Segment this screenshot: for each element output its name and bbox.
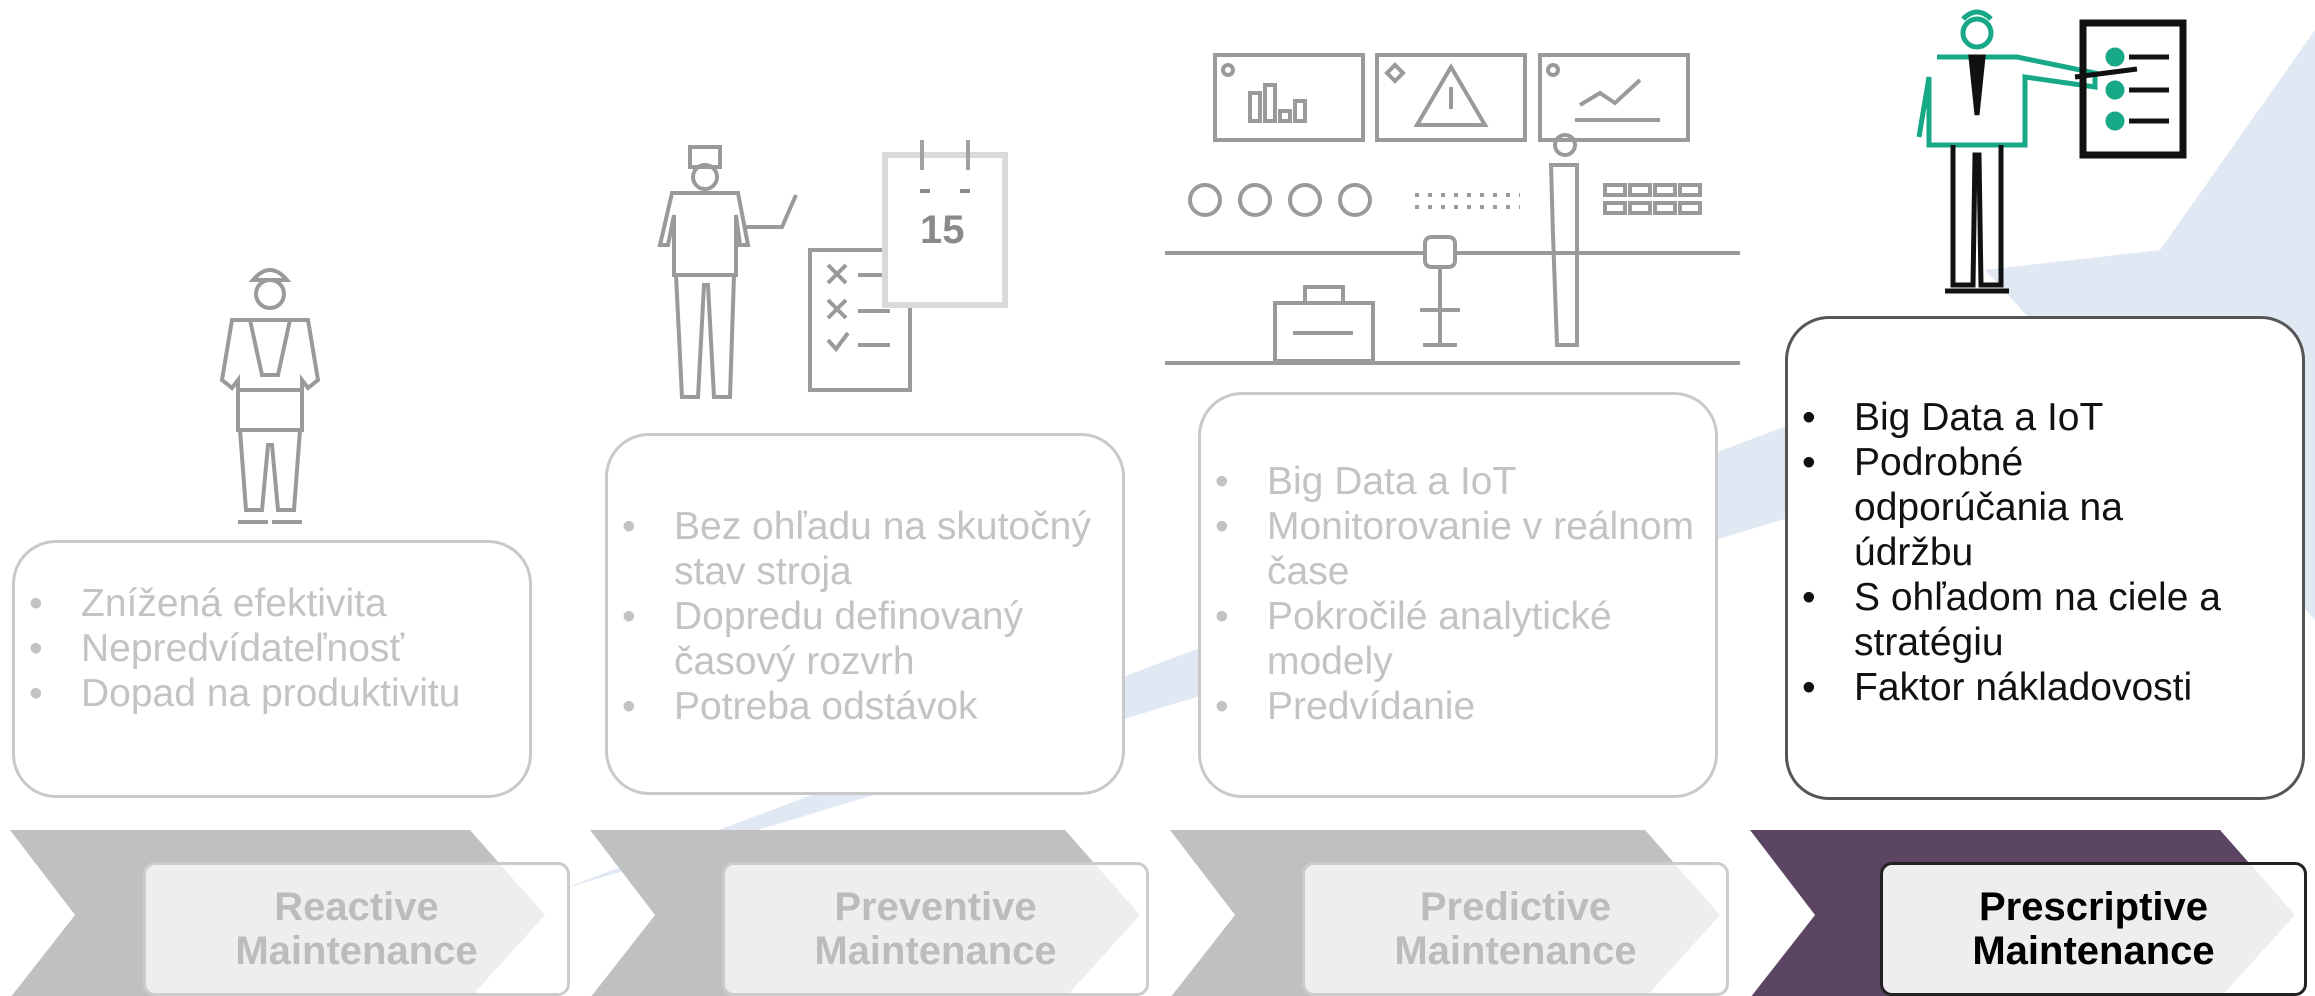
card-predictive: Big Data a IoT Monitorovanie v reálnom č… [1198, 392, 1718, 798]
technician-calendar-icon [657, 140, 1008, 399]
bullet-item: Predvídanie [1201, 684, 1715, 729]
bullet-item: Big Data a IoT [1788, 395, 2302, 440]
card-reactive: Znížená efektivita Nepredvídateľnosť Dop… [12, 540, 532, 798]
bullet-item: Nepredvídateľnosť [15, 626, 529, 671]
bullet-item: Potreba odstávok [608, 684, 1122, 729]
bullet-item: Dopredu definovaný časový rozvrh [608, 594, 1122, 684]
bullet-item: Pokročilé analytické modely [1201, 594, 1715, 684]
control-room-icon [1165, 53, 1740, 365]
bullet-item: S ohľadom na ciele a stratégiu [1788, 575, 2302, 665]
bullet-item: Znížená efektivita [15, 581, 529, 626]
calendar-day-number: 15 [920, 208, 965, 252]
bullet-item: Faktor nákladovosti [1788, 665, 2302, 710]
worker-icon [219, 268, 321, 524]
bullet-item: Bez ohľadu na skutočný stav stroja [608, 504, 1122, 594]
bullet-item: Dopad na produktivitu [15, 671, 529, 716]
bullet-item: Monitorovanie v reálnom čase [1201, 504, 1715, 594]
bullet-item: Podrobné odporúčania na údržbu [1788, 440, 2302, 575]
card-preventive: Bez ohľadu na skutočný stav stroja Dopre… [605, 433, 1125, 795]
presenter-icon [1916, 9, 2187, 294]
card-prescriptive: Big Data a IoT Podrobné odporúčania na ú… [1785, 316, 2305, 800]
bullet-item: Big Data a IoT [1201, 459, 1715, 504]
